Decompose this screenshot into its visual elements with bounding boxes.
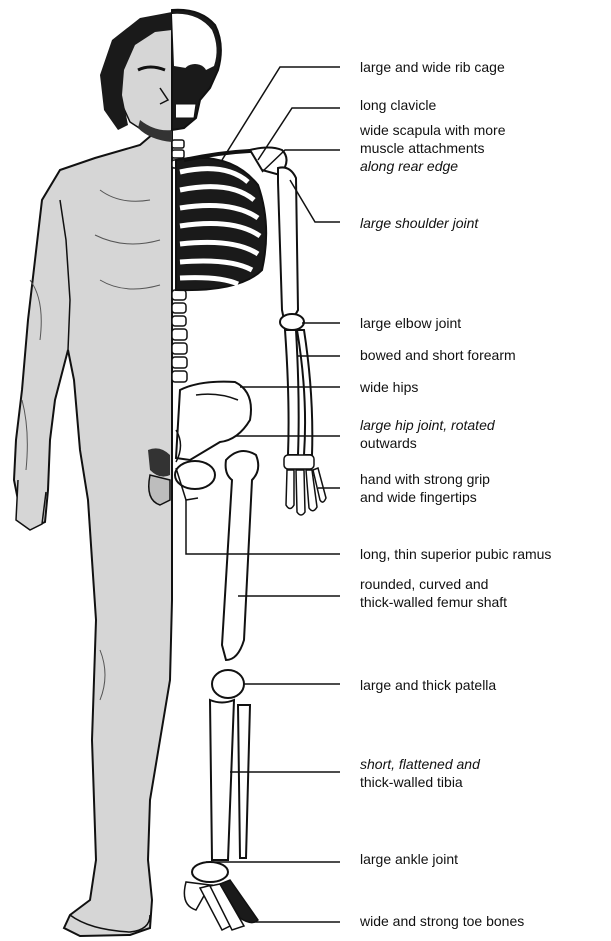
- body-silhouette: [14, 118, 172, 936]
- foot-bones: [184, 880, 258, 930]
- humerus: [278, 167, 298, 320]
- leader-rib-cage: [222, 67, 340, 160]
- patella-bone: [212, 670, 244, 698]
- tibia-bone: [210, 700, 234, 860]
- label-hip-joint: large hip joint, rotated outwards: [360, 416, 495, 452]
- label-rib-cage-line-1: large and wide rib cage: [360, 58, 505, 76]
- fibula-bone: [238, 705, 250, 858]
- label-femur-line-1: rounded, curved and: [360, 575, 507, 593]
- label-scapula-line-3: along rear edge: [360, 157, 506, 175]
- label-pubic-ramus-line-1: long, thin superior pubic ramus: [360, 545, 551, 563]
- label-hand-line-2: and wide fingertips: [360, 488, 490, 506]
- ankle-bone: [192, 862, 228, 882]
- label-patella-line-1: large and thick patella: [360, 676, 496, 694]
- skeleton-half: [172, 10, 326, 930]
- elbow-bone: [280, 314, 304, 330]
- label-hip-joint-line-2: outwards: [360, 434, 495, 452]
- hand-bones: [284, 455, 326, 515]
- label-toes-line-1: wide and strong toe bones: [360, 912, 524, 930]
- label-shoulder-line-1: large shoulder joint: [360, 214, 478, 232]
- label-clavicle-line-1: long clavicle: [360, 96, 436, 114]
- label-forearm: bowed and short forearm: [360, 346, 516, 364]
- label-rib-cage: large and wide rib cage: [360, 58, 505, 76]
- label-scapula-line-1: wide scapula with more: [360, 121, 506, 139]
- label-ankle-line-1: large ankle joint: [360, 850, 458, 868]
- label-tibia: short, flattened and thick-walled tibia: [360, 755, 480, 791]
- label-shoulder: large shoulder joint: [360, 214, 478, 232]
- eye-socket: [183, 64, 207, 84]
- label-ankle: large ankle joint: [360, 850, 458, 868]
- label-hand-line-1: hand with strong grip: [360, 470, 490, 488]
- label-hips: wide hips: [360, 378, 418, 396]
- label-scapula-line-2: muscle attachments: [360, 139, 506, 157]
- label-tibia-line-2: thick-walled tibia: [360, 773, 480, 791]
- rib-cage-drawing: [176, 158, 266, 290]
- label-femur-line-2: thick-walled femur shaft: [360, 593, 507, 611]
- body-half: [14, 12, 172, 936]
- label-pubic-ramus: long, thin superior pubic ramus: [360, 545, 551, 563]
- label-hips-line-1: wide hips: [360, 378, 418, 396]
- label-hand: hand with strong grip and wide fingertip…: [360, 470, 490, 506]
- label-elbow: large elbow joint: [360, 314, 461, 332]
- label-toes: wide and strong toe bones: [360, 912, 524, 930]
- label-femur: rounded, curved and thick-walled femur s…: [360, 575, 507, 611]
- label-forearm-line-1: bowed and short forearm: [360, 346, 516, 364]
- label-elbow-line-1: large elbow joint: [360, 314, 461, 332]
- label-clavicle: long clavicle: [360, 96, 436, 114]
- label-tibia-line-1: short, flattened and: [360, 755, 480, 773]
- jaw-teeth: [176, 104, 196, 118]
- label-patella: large and thick patella: [360, 676, 496, 694]
- label-hip-joint-line-1: large hip joint, rotated: [360, 416, 495, 434]
- femur: [222, 451, 258, 660]
- label-scapula: wide scapula with more muscle attachment…: [360, 121, 506, 175]
